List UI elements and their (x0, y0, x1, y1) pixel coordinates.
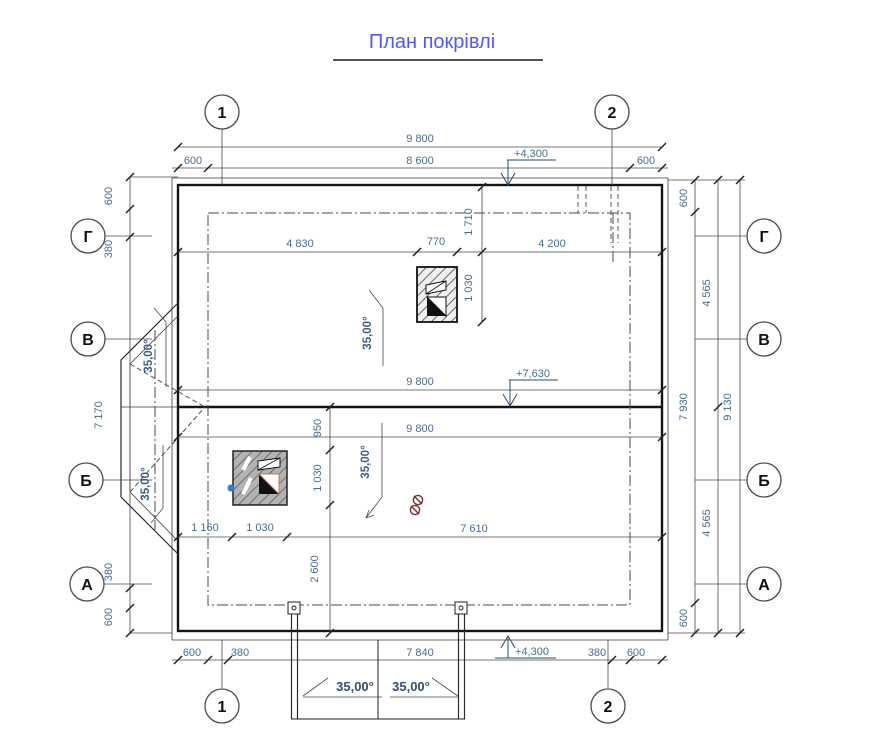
slope-label-bay-upper: 35,00° (143, 339, 155, 373)
dim-7610: 7 610 (460, 523, 488, 535)
dimension-texts: 9 800 600 8 600 600 4 830 770 4 200 1 71… (93, 133, 734, 659)
dim-7170: 7 170 (93, 401, 105, 429)
post-cap-left (287, 601, 301, 615)
dim-600-right-top: 600 (678, 189, 690, 207)
dim-380-left-top: 380 (103, 240, 115, 258)
dim-600-bottom-left: 600 (183, 647, 201, 659)
axis-1-top: 1 (218, 105, 227, 122)
vent-dashed-lines (577, 186, 619, 243)
slope-label-lower-field: 35,00° (360, 445, 372, 479)
slope-symbol-upper-field: 35,00° (362, 289, 384, 366)
elevation-mark-top: +4,300 (500, 148, 556, 186)
axis-b-right: Б (758, 473, 770, 490)
dim-7930: 7 930 (678, 393, 690, 421)
slope-label-porch-left: 35,00° (336, 679, 374, 694)
slope-label-upper-field: 35,00° (362, 316, 374, 350)
left-bay-roof: 35,00° 35,00° (120, 302, 206, 555)
dim-600-top-left: 600 (184, 155, 202, 167)
selection-dot (227, 484, 235, 492)
post-cap-right (454, 601, 468, 615)
axis-b-left: Б (80, 473, 92, 490)
dim-1710: 1 710 (463, 208, 475, 236)
slope-label-bay-lower: 35,00° (140, 467, 152, 501)
elevation-mark-ridge: +7,630 (502, 368, 558, 407)
slope-symbol-lower-field: 35,00° (360, 423, 383, 519)
dim-600-right-bottom: 600 (678, 609, 690, 627)
elevation-value-top: +4,300 (514, 148, 548, 160)
dim-600-top-right: 600 (637, 155, 655, 167)
dim-8600-top: 8 600 (406, 155, 434, 167)
axis-2-bottom: 2 (604, 699, 613, 716)
dim-9800-above-ridge: 9 800 (406, 376, 434, 388)
dim-4830: 4 830 (286, 238, 314, 250)
dim-380-bottom-right: 380 (588, 647, 606, 659)
dim-2600: 2 600 (309, 555, 321, 583)
wall-outline-dashdot (207, 212, 631, 606)
dim-ticks (125, 142, 745, 665)
axis-a-left: А (81, 577, 93, 594)
drawing-title: План покрівлі (369, 31, 495, 53)
slope-label-porch-right: 35,00° (392, 679, 430, 694)
dim-7840: 7 840 (406, 647, 434, 659)
axis-2-top: 2 (608, 105, 617, 122)
dim-9800-below-ridge: 9 800 (406, 423, 434, 435)
axis-g-right: Г (759, 229, 768, 246)
axis-v-right: В (758, 332, 770, 349)
elevation-value-eave: +4,300 (515, 646, 549, 658)
axis-v-left: В (82, 332, 94, 349)
dim-1030-lower: 1 030 (246, 522, 274, 534)
porch-roof: 35,00° 35,00° (287, 601, 468, 720)
dim-4565-lower: 4 565 (701, 509, 713, 537)
axis-bubbles: 1 2 1 2 Г В Б А Г В Б А (68, 94, 782, 724)
dim-4565-upper: 4 565 (701, 279, 713, 307)
dim-600-left-top: 600 (103, 187, 115, 205)
axis-1-bottom: 1 (218, 699, 227, 716)
axis-a-right: А (758, 577, 770, 594)
dim-950: 950 (312, 419, 324, 437)
dim-770: 770 (427, 236, 445, 248)
elevation-mark-eave: +4,300 (495, 635, 556, 659)
roof-outline (121, 177, 669, 641)
dim-380-bottom-left: 380 (231, 647, 249, 659)
axis-g-left: Г (83, 229, 92, 246)
elevation-value-ridge: +7,630 (516, 368, 550, 380)
dim-1160: 1 160 (191, 522, 219, 534)
dim-600-left-bottom: 600 (103, 608, 115, 626)
dim-9130: 9 130 (722, 393, 734, 421)
dim-600-bottom-right: 600 (627, 647, 645, 659)
dim-1030-chimney-top: 1 030 (463, 274, 475, 302)
chimney-lower (227, 450, 288, 506)
vent-symbol-red (409, 494, 424, 516)
dim-4200: 4 200 (538, 238, 566, 250)
dim-9800-top: 9 800 (406, 133, 434, 145)
dim-380-left-bottom: 380 (103, 563, 115, 581)
chimney-upper (416, 266, 458, 323)
dim-1030-chimney-bottom: 1 030 (312, 464, 324, 492)
